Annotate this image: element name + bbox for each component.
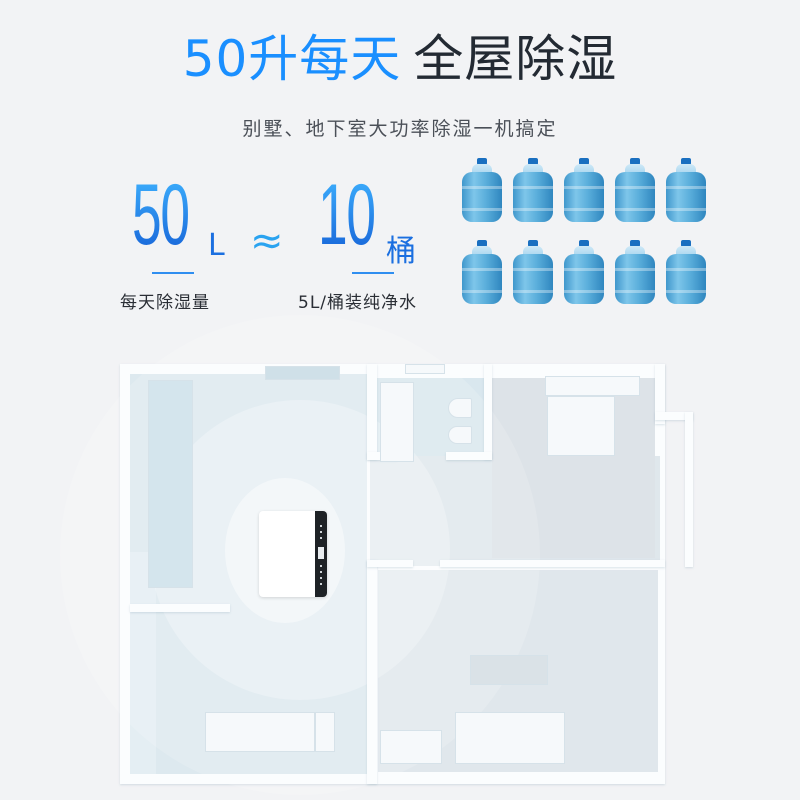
water-bottle-icon bbox=[666, 240, 706, 306]
stat-caption: 5L/桶装纯净水 bbox=[298, 293, 418, 313]
bath-window bbox=[405, 364, 445, 374]
stat-caption: 每天除湿量 bbox=[120, 293, 210, 313]
coffee-table bbox=[470, 655, 548, 685]
stat-value: 10 bbox=[318, 167, 376, 263]
divider-line bbox=[152, 272, 194, 274]
wall-lounge-top bbox=[440, 560, 665, 567]
headline-highlight: 50升每天 bbox=[182, 30, 402, 88]
water-bottle-icon bbox=[513, 240, 553, 306]
bidet bbox=[448, 426, 472, 444]
dehumidifier-device bbox=[259, 511, 327, 597]
wall-kitchen-bottom bbox=[130, 604, 230, 612]
window-vent bbox=[265, 366, 340, 380]
wall-lounge-top bbox=[367, 560, 413, 567]
approx-symbol: ≈ bbox=[250, 218, 284, 264]
water-bottle-icon bbox=[513, 158, 553, 224]
wall-bath-left bbox=[367, 364, 377, 459]
wall-bath-right bbox=[484, 364, 492, 459]
water-bottle-icon bbox=[666, 158, 706, 224]
water-bottle-icon bbox=[615, 158, 655, 224]
wall-lounge-left bbox=[367, 560, 377, 784]
water-bottle-icon bbox=[564, 240, 604, 306]
water-bottle-icon bbox=[462, 240, 502, 306]
wall-bay bbox=[655, 412, 693, 420]
wall-bay-right bbox=[685, 412, 693, 567]
wall-bedroom-right bbox=[655, 364, 665, 424]
subtitle: 别墅、地下室大功率除湿一机搞定 bbox=[242, 118, 558, 140]
kitchen-counter bbox=[148, 380, 193, 588]
toilet bbox=[448, 398, 472, 418]
stat-daily-capacity: 50 bbox=[132, 172, 252, 268]
side-cabinet bbox=[380, 730, 442, 764]
water-bottle-icon bbox=[462, 158, 502, 224]
control-panel bbox=[315, 511, 327, 597]
stat-unit: L bbox=[208, 228, 225, 263]
stat-value: 50 bbox=[132, 167, 190, 263]
headline-rest: 全屋除湿 bbox=[413, 30, 618, 88]
sofa-living bbox=[205, 712, 315, 752]
bathtub bbox=[380, 382, 414, 462]
sofa-lounge bbox=[455, 712, 565, 764]
side-table bbox=[315, 712, 335, 752]
stat-unit: 桶 bbox=[386, 234, 416, 269]
water-bottles-grid bbox=[462, 158, 712, 328]
water-bottle-icon bbox=[564, 158, 604, 224]
stat-bottle-equivalent: 10 bbox=[318, 172, 438, 268]
divider-line bbox=[352, 272, 394, 274]
headline: 50升每天全屋除湿 bbox=[0, 26, 800, 92]
headboard bbox=[545, 376, 640, 396]
wall-bath-bottom bbox=[446, 452, 492, 460]
bed bbox=[547, 396, 615, 456]
room-kitchen-living-corner bbox=[130, 552, 156, 774]
water-bottle-icon bbox=[615, 240, 655, 306]
